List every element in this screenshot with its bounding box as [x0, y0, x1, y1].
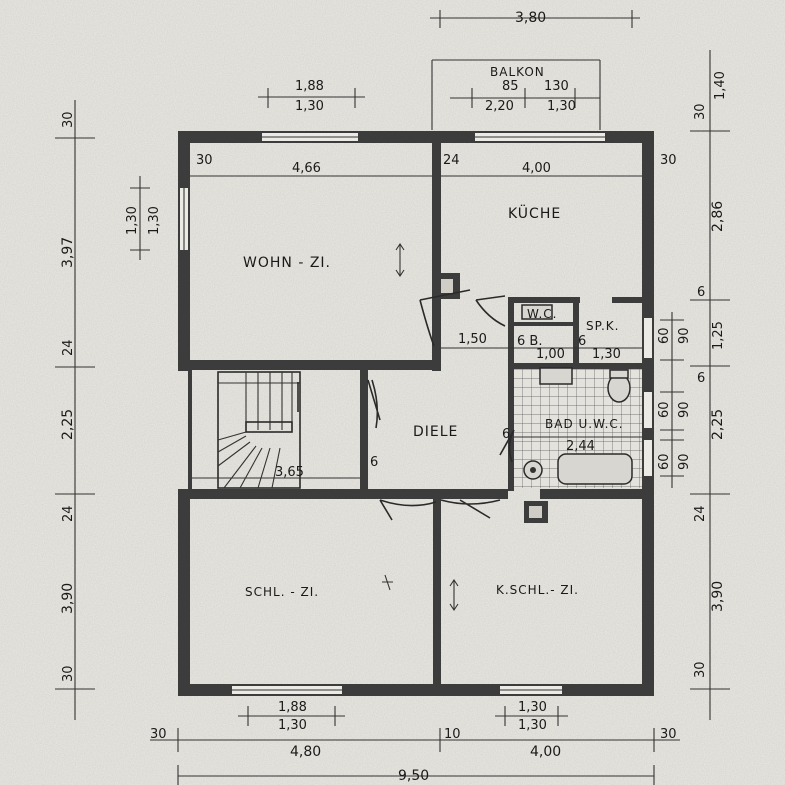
dim-bot-130a: 1,30 [278, 718, 307, 733]
dim-left-30a: 30 [61, 111, 76, 128]
room-label-wc: W.C. [527, 307, 558, 321]
dim-bot-30b: 30 [660, 727, 677, 742]
dim-balkon-130b: 1,30 [547, 99, 576, 114]
dim-bot-130b: 1,30 [518, 700, 547, 715]
dim-right-286: 2,86 [710, 201, 726, 232]
internal-dimension-lines [130, 175, 642, 611]
dim-balkon-85: 85 [502, 79, 519, 94]
dim-right-30b: 30 [693, 661, 708, 678]
dim-bot-400: 4,00 [530, 744, 561, 760]
dim-wohn-width: 4,66 [292, 161, 321, 176]
room-label-kueche: KÜCHE [508, 204, 561, 222]
dim-b-6: 6 B. [517, 334, 542, 349]
room-label-spk: SP.K. [586, 319, 619, 333]
dim-diele-6b: 6 [370, 455, 378, 470]
dim-wc-150: 1,50 [458, 332, 487, 347]
dim-bot-130c: 1,30 [518, 718, 547, 733]
dim-win-188: 1,88 [295, 79, 324, 94]
dim-right-225: 2,25 [710, 409, 726, 440]
dim-sp-6: 6 [578, 334, 586, 349]
room-label-schl: SCHL. - ZI. [245, 585, 319, 599]
dim-right-390: 3,90 [710, 581, 726, 612]
dim-right-30a: 30 [693, 103, 708, 120]
dim-left-30b: 30 [61, 665, 76, 682]
dimension-labels: 3,80 85 130 2,20 1,30 1,88 1,30 4,66 4,0… [60, 10, 728, 784]
dim-wall-30b: 30 [660, 153, 677, 168]
dim-stair-365: 3,65 [275, 465, 304, 480]
room-label-balkon: BALKON [490, 65, 545, 79]
dim-right-24: 24 [693, 505, 708, 522]
dim-v-130b: 1,30 [147, 206, 162, 235]
room-label-wohn: WOHN - ZI. [243, 255, 331, 271]
room-label-diele: DIELE [413, 424, 458, 440]
dim-bot-480: 4,80 [290, 744, 321, 760]
dim-kueche-width: 4,00 [522, 161, 551, 176]
dim-wc-100: 1,00 [536, 347, 565, 362]
dim-wall-24: 24 [443, 153, 460, 168]
dim-left-24b: 24 [61, 505, 76, 522]
dim-bot-950: 9,50 [398, 768, 429, 784]
room-label-bad: BAD U.W.C. [545, 417, 624, 431]
sanitary-fixtures [521, 304, 633, 485]
room-label-kschl: K.SCHL.- ZI. [496, 583, 579, 597]
window-marks [180, 133, 652, 694]
dim-left-225: 2,25 [60, 409, 76, 440]
dim-bot-30a: 30 [150, 727, 167, 742]
dim-left-24a: 24 [61, 339, 76, 356]
door-swings [367, 289, 515, 521]
dim-right-125: 1,25 [711, 321, 726, 350]
dim-bot-188: 1,88 [278, 700, 307, 715]
dim-win-130: 1,30 [295, 99, 324, 114]
dim-right-60a: 60 [657, 327, 672, 344]
dimension-chains [55, 10, 730, 785]
dim-right-60b: 60 [657, 401, 672, 418]
dim-wall-30a: 30 [196, 153, 213, 168]
room-labels: WOHN - ZI. KÜCHE W.C. SP.K. DIELE BAD U.… [243, 65, 624, 599]
dim-diele-6a: 6 [502, 427, 510, 442]
dim-bot-10: 10 [444, 727, 461, 742]
dim-right-140: 1,40 [713, 71, 728, 100]
dim-balkon-130a: 130 [544, 79, 569, 94]
dim-balkon-220: 2,20 [485, 99, 514, 114]
dim-right-6b: 6 [697, 371, 705, 386]
dim-right-6a: 6 [697, 285, 705, 300]
dim-right-90b: 90 [677, 401, 692, 418]
dim-v-130a: 1,30 [125, 206, 140, 235]
staircase [217, 371, 301, 489]
dim-left-397: 3,97 [60, 237, 76, 268]
dim-right-90c: 90 [677, 453, 692, 470]
dim-left-390: 3,90 [60, 583, 76, 614]
dim-spk-130: 1,30 [592, 347, 621, 362]
dim-top-380: 3,80 [515, 10, 546, 26]
dim-right-90a: 90 [677, 327, 692, 344]
dim-right-60c: 60 [657, 453, 672, 470]
dim-bad-244: 2,44 [566, 439, 595, 454]
